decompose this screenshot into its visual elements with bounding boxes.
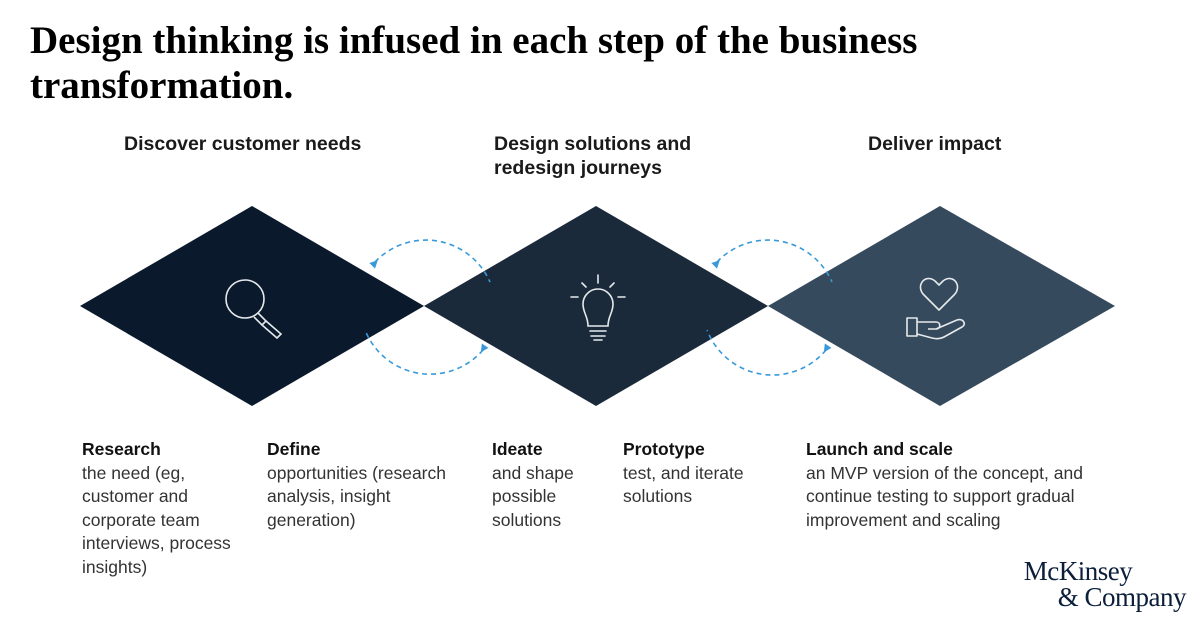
arrow-down-right-2 [823, 343, 832, 353]
cycle-connector-2 [706, 239, 833, 376]
step-title: Prototype [623, 439, 705, 459]
lightbulb-icon [570, 274, 626, 341]
deliver-diamond [768, 206, 1115, 406]
mckinsey-logo: McKinsey & Company [1023, 556, 1187, 612]
arrow-up-left-2 [711, 260, 720, 269]
phase-title-discover: Discover customer needs [124, 133, 362, 155]
step-prototype: Prototype test, and iterate solutions [623, 438, 778, 509]
logo-line-1: McKinsey [1023, 556, 1133, 586]
magnifier-icon [225, 279, 283, 340]
discover-diamond [80, 206, 424, 406]
step-launch: Launch and scale an MVP version of the c… [806, 438, 1126, 532]
step-description: the need (eg, customer and corporate tea… [82, 462, 231, 577]
phase-title-design: Design solutions and redesign journeys [494, 133, 692, 179]
step-description: opportunities (research analysis, insigh… [267, 462, 446, 530]
step-research: Research the need (eg, customer and corp… [82, 438, 247, 579]
step-title: Define [267, 439, 321, 459]
step-ideate: Ideate and shape possible solutions [492, 438, 602, 532]
cycle-connector-1 [364, 239, 491, 375]
step-description: and shape possible solutions [492, 462, 574, 530]
phase-title-deliver: Deliver impact [868, 133, 1002, 155]
step-description: test, and iterate solutions [623, 462, 744, 507]
headline: Design thinking is infused in each step … [30, 19, 918, 107]
step-description: an MVP version of the concept, and conti… [806, 462, 1083, 530]
design-diamond [424, 206, 768, 406]
step-define: Define opportunities (research analysis,… [267, 438, 452, 532]
logo-line-2: & Company [1057, 582, 1187, 612]
step-title: Ideate [492, 439, 543, 459]
heart-hand-icon [906, 277, 965, 340]
arrow-up-left [369, 260, 378, 269]
arrow-down-right [480, 343, 489, 353]
step-title: Research [82, 439, 161, 459]
step-title: Launch and scale [806, 439, 953, 459]
